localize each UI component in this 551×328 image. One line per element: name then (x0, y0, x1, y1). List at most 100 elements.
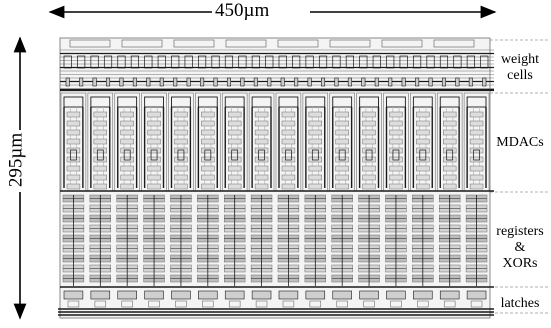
mdac-transistor (254, 129, 269, 136)
section-label-mdacs: MDACs (496, 135, 544, 150)
latch-cell (466, 290, 487, 300)
mdac-transistor (389, 174, 403, 181)
mdac-transistor (66, 129, 81, 136)
mdac-switch (338, 149, 346, 161)
mdac-transistor (335, 111, 349, 118)
latch-cell (332, 290, 352, 300)
mdac-transistor (120, 129, 134, 136)
mdac-transistor (254, 120, 269, 127)
section-label-weight-cells: weight cells (490, 52, 550, 84)
weight-cell (224, 55, 234, 69)
mdac-transistor (201, 147, 215, 154)
mdac-transistor (308, 165, 322, 172)
mdac-transistor (469, 129, 484, 136)
weight-cell (359, 55, 368, 69)
mdac-transistor (362, 183, 376, 190)
weight-cell-lower (415, 77, 420, 87)
latch-cell-lower (67, 300, 80, 308)
mdac-transistor (443, 174, 457, 181)
mdac-transistor (469, 174, 484, 181)
mdac-switch (204, 149, 212, 161)
weight-cell-block (69, 39, 111, 48)
mdac-transistor (66, 120, 81, 127)
mdac-transistor (416, 156, 430, 163)
mdac-transistor (93, 165, 107, 172)
weight-cell (211, 55, 220, 69)
mdac-transistor (228, 174, 242, 181)
latch-cell (144, 290, 164, 300)
mdac-transistor (335, 174, 349, 181)
mdac-transistor (120, 174, 134, 181)
mdac-transistor (389, 111, 403, 118)
mdac-transistor (120, 147, 134, 154)
weight-cell-lower (307, 77, 312, 87)
weight-cell-lower (200, 77, 205, 87)
mdac-switch (258, 149, 265, 161)
weight-cell-lower (159, 77, 164, 87)
mdac-transistor (254, 174, 269, 181)
mdac-transistor (93, 120, 107, 127)
weight-cell (318, 55, 328, 69)
weight-cell-block (433, 39, 475, 48)
mdac-transistor (120, 165, 134, 172)
mdac-transistor (469, 147, 484, 154)
mdac-transistor (308, 138, 322, 145)
mdac-transistor (93, 111, 107, 118)
mdac-transistor (469, 138, 484, 145)
mdac-transistor (201, 174, 215, 181)
mdac-top-block (90, 96, 111, 108)
mdac-transistor (443, 120, 457, 127)
mdac-transistor (443, 111, 457, 118)
mdac-transistor (201, 111, 215, 118)
weight-cell (265, 55, 274, 69)
mdac-top-block (439, 96, 460, 108)
weight-cell-lower (213, 77, 218, 87)
mdac-switch (231, 149, 239, 161)
mdac-transistor (281, 111, 296, 118)
section-label-latches: latches (500, 296, 540, 311)
mdac-transistor (416, 111, 430, 118)
mdac-switch (473, 149, 480, 161)
mdac-transistor (281, 174, 296, 181)
mdac-transistor (201, 138, 215, 145)
mdac-transistor (254, 156, 269, 163)
latch-cell (63, 290, 84, 300)
latch-cell (251, 290, 272, 300)
mdac-top-block (117, 96, 138, 108)
mdac-transistor (66, 183, 81, 190)
mdac-transistor (308, 129, 322, 136)
latch-cell-lower (390, 300, 402, 308)
latch-cell (90, 290, 111, 300)
mdac-transistor (228, 120, 242, 127)
weight-cell (426, 55, 435, 69)
weight-cell (103, 55, 113, 69)
mdac-transistor (308, 183, 322, 190)
latch-cell-lower (255, 300, 268, 308)
latch-cell (359, 290, 379, 300)
section-label-line: & (514, 240, 526, 255)
weight-cell-lower (186, 77, 191, 87)
mdac-transistor (335, 138, 349, 145)
mdac-transistor (281, 165, 296, 172)
weight-cell (453, 55, 462, 69)
mdac-transistor (174, 120, 188, 127)
mdac-transistor (228, 183, 242, 190)
weight-cell (171, 55, 180, 69)
weight-cell (386, 55, 395, 69)
section-label-line: registers (496, 224, 544, 239)
weight-cell (63, 55, 72, 69)
latch-cell-lower (309, 300, 322, 308)
width-dimension-label: 450µm (212, 1, 273, 20)
mdac-top-block (305, 96, 326, 108)
mdac-transistor (335, 183, 349, 190)
mdac-transistor (66, 165, 81, 172)
latch-cell-lower (94, 300, 107, 308)
weight-cell-lower (482, 77, 487, 87)
mdac-transistor (228, 165, 242, 172)
mdac-transistor (389, 156, 403, 163)
weight-cell-lower (321, 77, 326, 87)
mdac-transistor (389, 120, 403, 127)
latch-cell (198, 290, 218, 300)
mdac-transistor (469, 111, 484, 118)
mdac-transistor (416, 147, 430, 154)
